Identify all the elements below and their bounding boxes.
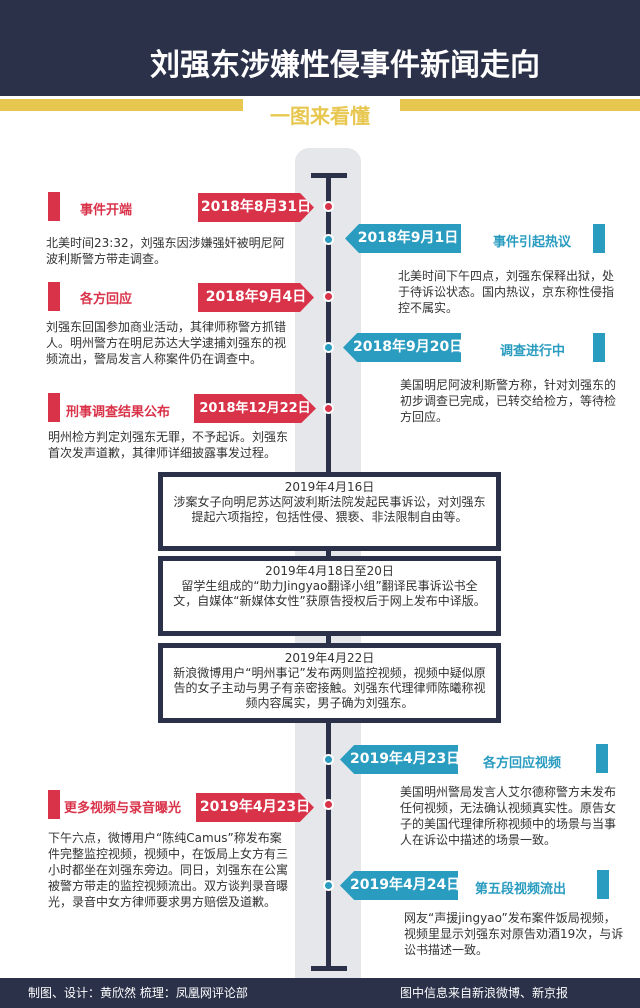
event-date: 2018年9月4日 bbox=[198, 283, 314, 312]
timeline-dot bbox=[323, 234, 334, 245]
divider-right bbox=[400, 99, 640, 111]
event-label: 各方回应 bbox=[80, 292, 133, 307]
timeline-dot bbox=[323, 291, 334, 302]
timeline-box: 2019年4月16日 涉案女子向明尼苏达阿波利斯法院发起民事诉讼，对刘强东提起六… bbox=[158, 472, 501, 551]
event-date: 2019年4月24日 bbox=[340, 871, 458, 900]
header-banner bbox=[0, 0, 640, 96]
box-date: 2019年4月18日至20日 bbox=[265, 564, 394, 578]
event-label: 第五段视频流出 bbox=[475, 882, 567, 897]
event-description: 网友“声援jingyao”发布案件饭局视频，视频里显示刘强东对原告劝酒19次，与… bbox=[404, 911, 624, 957]
timeline-box: 2019年4月22日 新浪微博用户“明州事记”发布两则监控视频，视频中疑似原告的… bbox=[158, 643, 501, 723]
box-date: 2019年4月16日 bbox=[284, 480, 375, 494]
timeline-box: 2019年4月18日至20日 留学生组成的“助力Jingyao翻译小组”翻译民事… bbox=[158, 556, 501, 636]
subtitle: 一图来看懂 bbox=[270, 104, 370, 128]
event-label: 事件引起热议 bbox=[493, 235, 572, 250]
box-date: 2019年4月22日 bbox=[284, 651, 375, 665]
event-description: 下午六点，微博用户“陈纯Camus”称发布案件完整监控视频，视频中，在饭局上女方… bbox=[48, 831, 289, 909]
event-tag-bar bbox=[48, 282, 60, 311]
event-description: 明州检方判定刘强东无罪，不予起诉。刘强东首次发声道歉，其律师详细披露事发过程。 bbox=[48, 430, 289, 460]
event-tag-bar bbox=[596, 744, 608, 773]
event-tag-bar bbox=[597, 870, 609, 899]
timeline-dot bbox=[323, 880, 334, 891]
timeline-dot bbox=[323, 754, 334, 765]
box-text: 涉案女子向明尼苏达阿波利斯法院发起民事诉讼，对刘强东提起六项指控，包括性侵、猥亵… bbox=[173, 495, 486, 524]
event-label: 刑事调查结果公布 bbox=[66, 405, 171, 420]
event-description: 北美时间23:32，刘强东因涉嫌强奸被明尼阿波利斯警方带走调查。 bbox=[46, 236, 285, 266]
box-text: 新浪微博用户“明州事记”发布两则监控视频，视频中疑似原告的女子主动与男子有亲密接… bbox=[173, 666, 486, 710]
event-tag-bar bbox=[593, 333, 605, 362]
event-description: 美国明州警局发言人艾尔德称警方未发布任何视频，无法确认视频真实性。原告女子的美国… bbox=[400, 785, 617, 847]
event-tag-bar bbox=[48, 192, 60, 221]
divider-left bbox=[0, 99, 243, 111]
footer-source: 图中信息来自新浪微博、新京报 bbox=[400, 986, 569, 1000]
event-date: 2018年9月1日 bbox=[345, 224, 461, 253]
event-label: 各方回应视频 bbox=[483, 756, 562, 771]
timeline-dot bbox=[323, 342, 334, 353]
box-text: 留学生组成的“助力Jingyao翻译小组”翻译民事诉讼书全文，自媒体“新媒体女性… bbox=[173, 579, 486, 608]
timeline-dot bbox=[323, 799, 334, 810]
page-title: 刘强东涉嫌性侵事件新闻走向 bbox=[150, 48, 540, 83]
footer-credits: 制图、设计：黄欣然 梳理：凤凰网评论部 bbox=[28, 986, 248, 1000]
timeline-dot bbox=[323, 403, 334, 414]
event-tag-bar bbox=[48, 790, 60, 819]
event-description: 美国明尼阿波利斯警方称，针对刘强东的初步调查已完成，已转交给检方，等待检方回应。 bbox=[400, 378, 617, 424]
event-description: 北美时间下午四点，刘强东保释出狱，处于待诉讼状态。国内热议，京东称性侵指控不属实… bbox=[398, 269, 615, 315]
event-label: 更多视频与录音曝光 bbox=[64, 801, 182, 816]
event-date: 2019年4月23日 bbox=[196, 793, 314, 822]
event-label: 调查进行中 bbox=[500, 344, 566, 359]
footer: 制图、设计：黄欣然 梳理：凤凰网评论部 图中信息来自新浪微博、新京报 bbox=[0, 978, 640, 1008]
event-date: 2019年4月23日 bbox=[340, 745, 458, 774]
event-description: 刘强东回国参加商业活动，其律师称警方抓错人。明州警方在明尼苏达大学逮捕刘强东的视… bbox=[46, 320, 287, 366]
timeline-dot bbox=[323, 201, 334, 212]
event-tag-bar bbox=[48, 393, 60, 422]
event-tag-bar bbox=[593, 224, 605, 253]
event-date: 2018年8月31日 bbox=[198, 193, 314, 222]
event-date: 2018年12月22日 bbox=[194, 394, 316, 423]
timeline-top-cap bbox=[311, 173, 347, 178]
timeline-bottom-cap bbox=[311, 966, 347, 971]
event-date: 2018年9月20日 bbox=[343, 333, 461, 362]
event-label: 事件开端 bbox=[80, 203, 133, 218]
